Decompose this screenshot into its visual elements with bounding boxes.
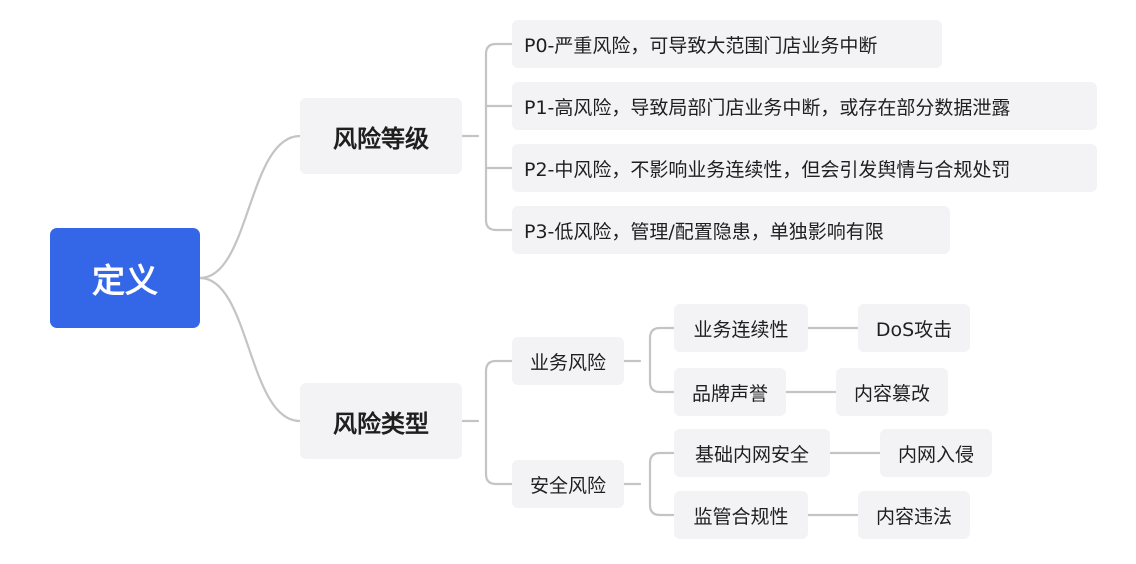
node-content-tampering[interactable]: 内容篡改 bbox=[836, 368, 948, 416]
node-level-p2[interactable]: P2-中风险，不影响业务连续性，但会引发舆情与合规处罚 bbox=[512, 144, 1097, 192]
link-root-types bbox=[198, 276, 302, 423]
node-risk-levels[interactable]: 风险等级 bbox=[300, 98, 462, 174]
node-business-continuity[interactable]: 业务连续性 bbox=[674, 304, 808, 352]
node-risk-types[interactable]: 风险类型 bbox=[300, 383, 462, 459]
node-illegal-content[interactable]: 内容违法 bbox=[858, 491, 970, 539]
node-level-p3[interactable]: P3-低风险，管理/配置隐患，单独影响有限 bbox=[512, 206, 950, 254]
node-intranet-security[interactable]: 基础内网安全 bbox=[674, 429, 830, 477]
link-root-levels bbox=[198, 134, 302, 280]
node-intranet-intrusion[interactable]: 内网入侵 bbox=[880, 429, 992, 477]
node-brand-reputation[interactable]: 品牌声誉 bbox=[674, 368, 786, 416]
link-types-bracket bbox=[484, 359, 514, 486]
root-node[interactable]: 定义 bbox=[50, 228, 200, 328]
link-levels-p0 bbox=[484, 42, 514, 232]
node-level-p1[interactable]: P1-高风险，导致局部门店业务中断，或存在部分数据泄露 bbox=[512, 82, 1097, 130]
node-security-risk[interactable]: 安全风险 bbox=[512, 460, 624, 508]
link-business-bracket bbox=[648, 326, 676, 394]
node-business-risk[interactable]: 业务风险 bbox=[512, 337, 624, 385]
node-regulatory-compliance[interactable]: 监管合规性 bbox=[674, 491, 808, 539]
node-dos-attack[interactable]: DoS攻击 bbox=[858, 304, 970, 352]
link-security-bracket bbox=[648, 451, 676, 517]
node-level-p0[interactable]: P0-严重风险，可导致大范围门店业务中断 bbox=[512, 20, 942, 68]
